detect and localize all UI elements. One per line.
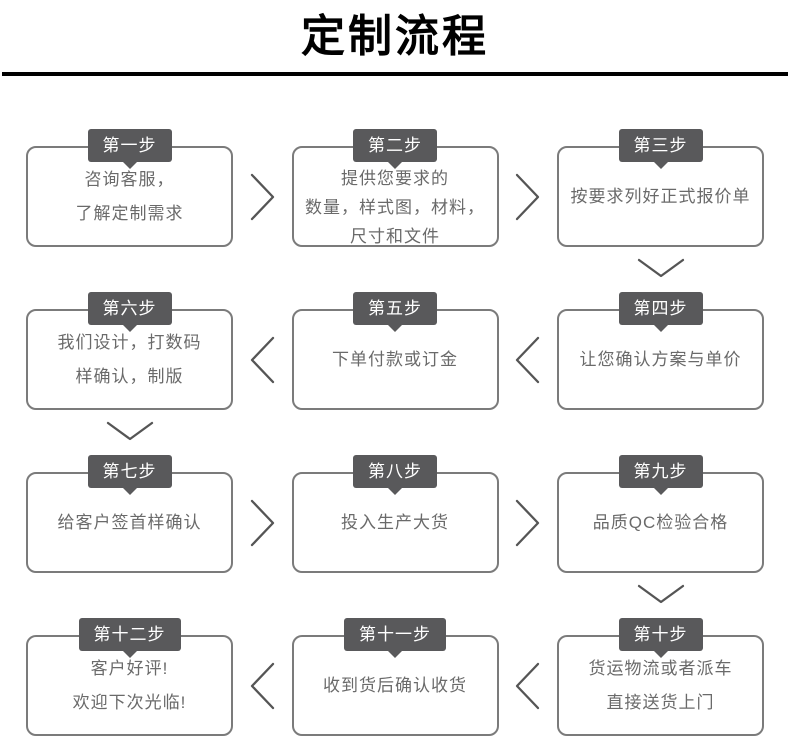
step-card: 第十二步客户好评! 欢迎下次光临! <box>26 618 233 736</box>
step-text-line: 欢迎下次光临! <box>72 692 187 712</box>
step-card: 第八步投入生产大货 <box>291 455 499 573</box>
step-arrow <box>499 309 558 410</box>
step-text-line: 品质QC检验合格 <box>592 512 729 532</box>
flow-row-2: 第六步我们设计，打数码样确认，制版第五步下单付款或订金第四步让您确认方案与单价 <box>26 292 764 410</box>
step-text-line: 收到货后确认收货 <box>323 675 467 695</box>
process-flow: 第一步咨询客服， 了解定制需求 第二步提供您要求的数量，样式图，材料， 尺寸和文件 第三… <box>0 129 790 736</box>
flow-row-4: 第十二步客户好评!欢迎下次光临!第十一步收到货后确认收货第十步货运物流或者派车直… <box>26 618 764 736</box>
step-text-line: 尺寸和文件 <box>350 227 440 246</box>
step-arrow <box>233 472 292 573</box>
step-text-line: 按要求列好正式报价单 <box>570 186 751 206</box>
chevron-down-icon <box>106 421 153 441</box>
row-connector <box>26 247 764 309</box>
step-card: 第七步给客户签首样确认 <box>26 455 233 573</box>
step-badge: 第八步 <box>353 455 437 488</box>
connector-spacer <box>233 247 292 309</box>
step-text-line: 货运物流或者派车 <box>588 658 733 678</box>
step-badge: 第七步 <box>87 455 172 488</box>
step-text-line: 直接送货上门 <box>606 692 715 712</box>
step-badge: 第十二步 <box>78 618 181 651</box>
step-text-line: 数量，样式图，材料， <box>305 198 485 217</box>
flow-row-1: 第一步咨询客服， 了解定制需求 第二步提供您要求的数量，样式图，材料， 尺寸和文件 第三… <box>26 129 764 247</box>
step-badge: 第三步 <box>618 129 703 162</box>
connector-spacer <box>233 573 292 635</box>
step-arrow <box>233 146 292 247</box>
step-badge: 第二步 <box>353 129 437 162</box>
step-text-line: 样确认，制版 <box>75 366 184 386</box>
step-arrow <box>233 635 292 736</box>
step-arrow <box>499 146 558 247</box>
chevron-right-icon <box>516 499 540 546</box>
step-badge: 第四步 <box>618 292 703 325</box>
connector-spacer <box>499 573 558 635</box>
chevron-left-icon <box>516 336 540 383</box>
step-text-line: 了解定制需求 <box>75 203 184 223</box>
row-connector <box>26 410 764 472</box>
step-text-line: 咨询客服， <box>84 169 175 189</box>
step-card: 第四步让您确认方案与单价 <box>557 292 764 410</box>
step-text-line: 客户好评! <box>90 658 169 678</box>
chevron-right-icon <box>250 173 274 220</box>
step-badge: 第一步 <box>87 129 172 162</box>
step-arrow <box>499 635 558 736</box>
step-card: 第九步品质QC检验合格 <box>557 455 764 573</box>
step-text-line: 让您确认方案与单价 <box>579 349 742 369</box>
chevron-right-icon <box>250 499 274 546</box>
step-text-line: 给客户签首样确认 <box>57 512 202 532</box>
step-badge: 第五步 <box>353 292 437 325</box>
step-card: 第五步下单付款或订金 <box>291 292 499 410</box>
step-box: 品质QC检验合格 <box>557 472 764 573</box>
step-card: 第一步咨询客服， 了解定制需求 <box>26 129 233 247</box>
step-card: 第十步货运物流或者派车直接送货上门 <box>557 618 764 736</box>
chevron-left-icon <box>516 662 540 709</box>
step-box: 我们设计，打数码样确认，制版 <box>26 309 233 410</box>
step-text-line: 提供您要求的 <box>341 169 449 188</box>
chevron-down-icon <box>637 584 684 604</box>
page-title: 定制流程 <box>301 12 489 61</box>
connector-cell <box>557 247 764 309</box>
chevron-left-icon <box>250 336 274 383</box>
step-card: 第十一步收到货后确认收货 <box>291 618 499 736</box>
step-arrow <box>233 309 292 410</box>
connector-spacer <box>499 247 558 309</box>
step-arrow <box>499 472 558 573</box>
title-divider <box>2 72 788 76</box>
chevron-down-icon <box>637 258 684 278</box>
step-card: 第二步提供您要求的数量，样式图，材料， 尺寸和文件 <box>291 129 499 247</box>
connector-spacer <box>233 410 292 472</box>
row-connector <box>26 573 764 635</box>
connector-cell <box>557 573 764 635</box>
connector-cell <box>26 410 233 472</box>
step-badge: 第九步 <box>618 455 703 488</box>
step-badge: 第十一步 <box>344 618 446 651</box>
step-card: 第三步按要求列好正式报价单 <box>557 129 764 247</box>
step-text-line: 投入生产大货 <box>341 512 449 532</box>
step-badge: 第十步 <box>618 618 703 651</box>
step-badge: 第六步 <box>87 292 172 325</box>
chevron-left-icon <box>250 662 274 709</box>
chevron-right-icon <box>516 173 540 220</box>
step-text-line: 我们设计，打数码 <box>57 332 202 352</box>
flow-row-3: 第七步给客户签首样确认第八步投入生产大货第九步品质QC检验合格 <box>26 455 764 573</box>
connector-spacer <box>499 410 558 472</box>
step-text-line: 下单付款或订金 <box>332 349 458 369</box>
step-card: 第六步我们设计，打数码样确认，制版 <box>26 292 233 410</box>
